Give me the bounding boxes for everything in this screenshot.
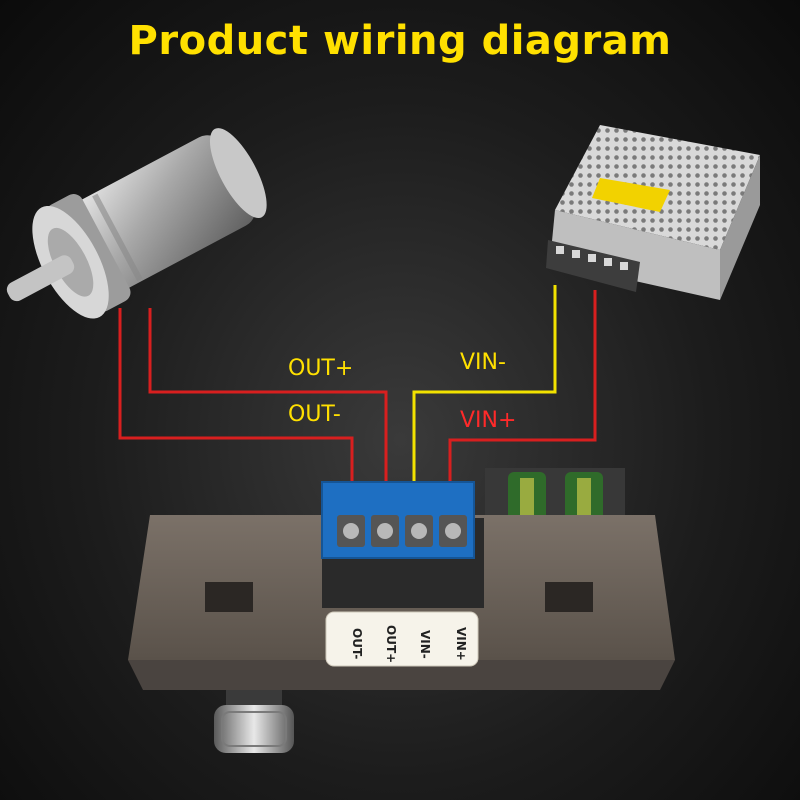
- wire-out-plus: [148, 308, 388, 530]
- wire-label-out-minus: OUT-: [288, 402, 341, 427]
- rotary-knob-icon: [214, 690, 294, 753]
- wire-label-vin-minus: VIN-: [460, 350, 506, 375]
- dc-gear-motor-icon: [6, 128, 267, 319]
- terminal-label-out-plus: OUT+: [384, 624, 398, 664]
- wire-label-vin-plus: VIN+: [460, 408, 517, 433]
- wire-label-out-plus: OUT+: [288, 356, 354, 381]
- terminal-label-vin-plus: VIN+: [454, 627, 468, 661]
- wire-vin-minus: [412, 285, 557, 530]
- controller-module-icon: [128, 468, 675, 690]
- switching-power-supply-icon: [546, 125, 760, 300]
- terminal-label-vin-minus: VIN-: [418, 629, 432, 659]
- terminal-label-out-minus: OUT-: [350, 628, 364, 660]
- diagram-title: Product wiring diagram: [128, 18, 672, 64]
